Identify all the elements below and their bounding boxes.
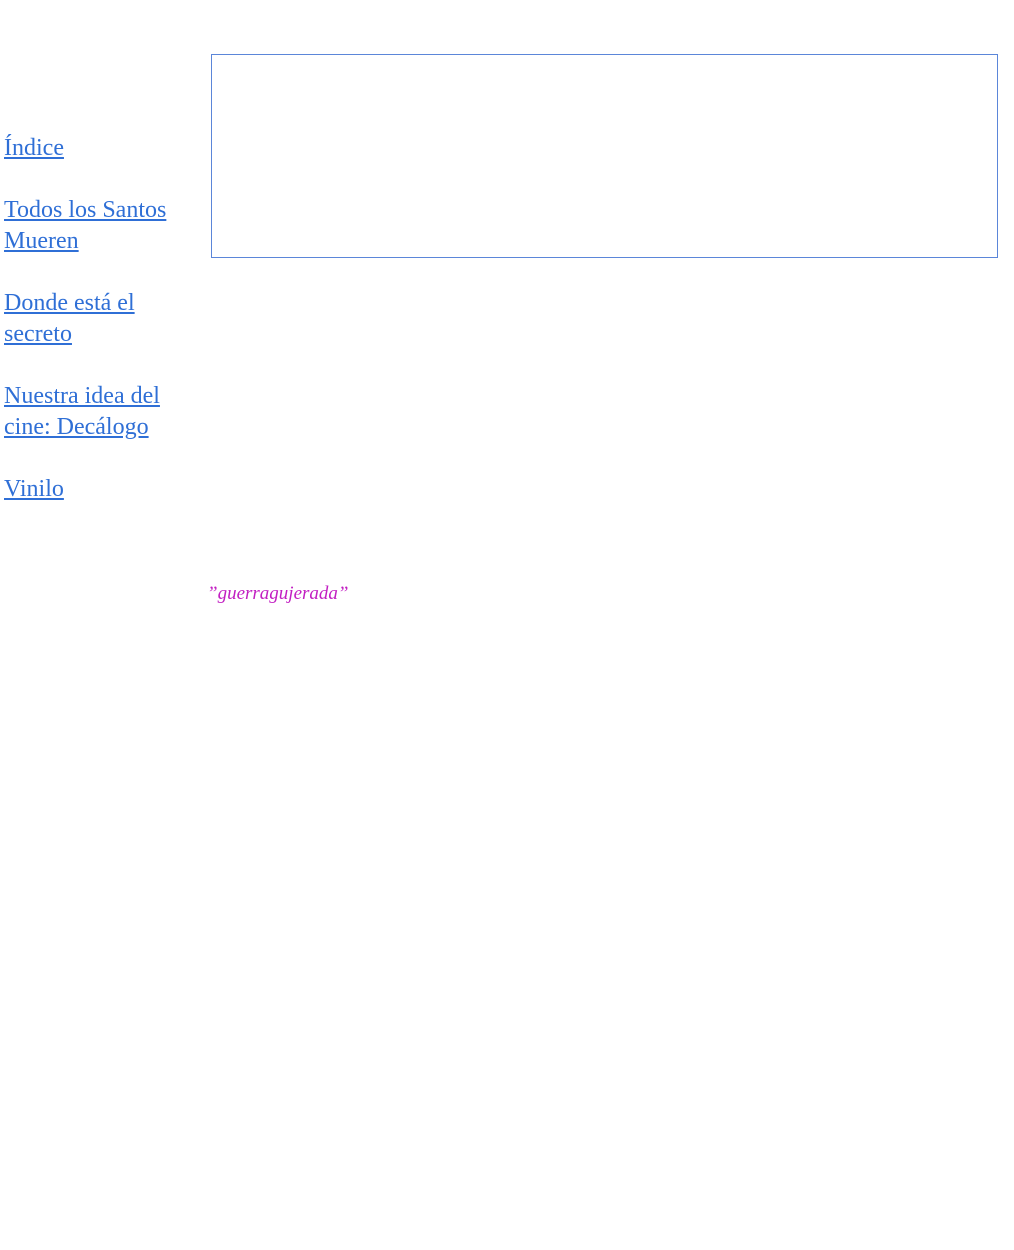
sidebar-nav: Índice Todos los Santos Mueren Donde est…	[4, 133, 179, 536]
signature-text: ”guerragujerada”	[207, 583, 349, 604]
nav-link-decalogo[interactable]: Nuestra idea del cine: Decálogo	[4, 383, 160, 440]
content-frame	[211, 54, 998, 258]
nav-link-indice[interactable]: Índice	[4, 135, 64, 161]
nav-link-todos-los-santos-mueren[interactable]: Todos los Santos Mueren	[4, 197, 167, 254]
nav-link-donde-esta-el-secreto[interactable]: Donde está el secreto	[4, 290, 135, 347]
nav-link-vinilo[interactable]: Vinilo	[4, 476, 64, 502]
